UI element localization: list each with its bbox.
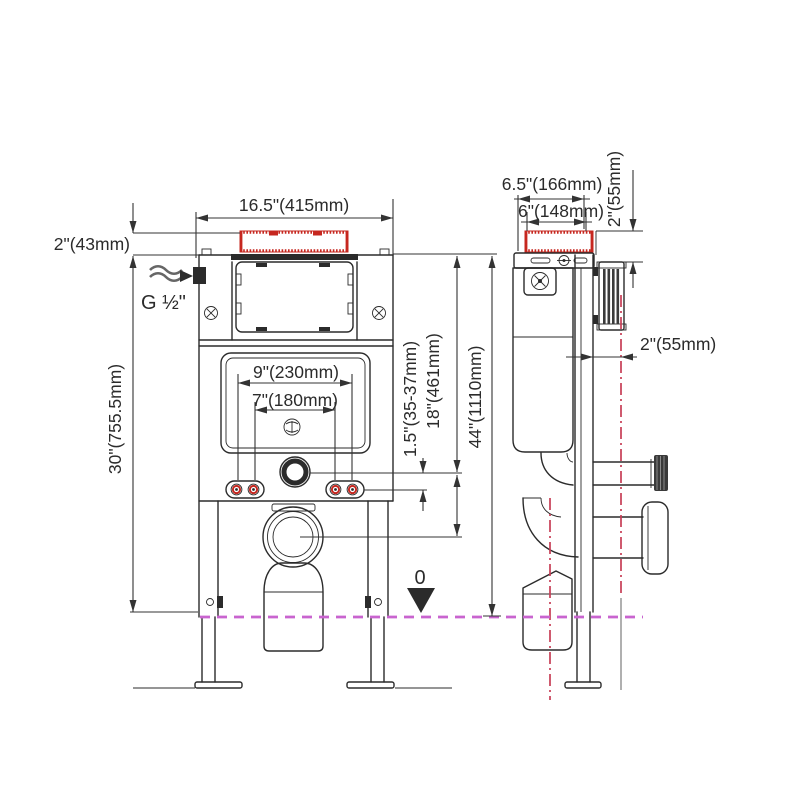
fill-valve (523, 267, 557, 296)
dim-depth-inner-label: 6"(148mm) (518, 201, 604, 221)
front-frame (198, 248, 394, 618)
dim-top-offset-side-label: 2"(55mm) (604, 151, 624, 227)
dim-wall-offset-label: 2"(55mm) (640, 334, 716, 354)
access-opening (235, 261, 354, 333)
dim-height18-label: 18"(461mm) (423, 333, 443, 429)
fixing-bolt-icon (247, 483, 260, 496)
dim-height30-label: 30"(755.5mm) (105, 364, 125, 474)
screw-icon (372, 306, 386, 320)
water-inlet (149, 264, 206, 284)
dim-depth-outer-label: 6.5"(166mm) (502, 174, 603, 194)
front-dimensions: 16.5"(415mm) 2"(43mm) 30"(755.5mm) G ½" … (54, 195, 501, 617)
front-drain (262, 503, 324, 652)
side-leg (564, 611, 602, 689)
front-tank (220, 352, 371, 454)
foot-plate (194, 681, 243, 689)
flush-pipe (540, 452, 668, 491)
front-lower-plate (225, 456, 365, 499)
inlet-thread-label: G ½" (141, 292, 186, 314)
front-view (133, 230, 452, 689)
drain-socket (641, 501, 669, 575)
side-bracket (513, 252, 595, 269)
side-drain (522, 497, 669, 651)
foot-plate (346, 681, 395, 689)
dim-bolt9-label: 9"(230mm) (253, 362, 339, 382)
water-flow-icon (149, 264, 183, 276)
wall-opening-hatch-front (239, 230, 349, 253)
side-view (512, 230, 669, 700)
datum-triangle-icon (407, 588, 435, 613)
fixing-bolt-icon (346, 483, 359, 496)
inlet-arrow-icon (180, 270, 193, 282)
dim-bolt7-label: 7"(180mm) (252, 390, 338, 410)
datum-marker: 0 (407, 567, 435, 613)
dim-top-width-label: 16.5"(415mm) (239, 195, 349, 215)
dim-height44-label: 44"(1110mm) (465, 346, 485, 449)
wall-opening-hatch-side (524, 230, 594, 253)
side-tank (512, 267, 574, 453)
brand-emblem-icon (283, 418, 301, 436)
side-column (574, 254, 598, 613)
datum-zero-label: 0 (414, 567, 425, 589)
foot-plate (564, 681, 602, 689)
centerlines (549, 295, 622, 700)
fixing-bolt-icon (329, 483, 342, 496)
side-dimensions: 6.5"(166mm) 6"(148mm) 2"(55mm) 2"(55mm) (502, 151, 716, 361)
fixing-bolt-icon (230, 483, 243, 496)
screw-icon (204, 306, 218, 320)
dim-top-offset-label: 2"(43mm) (54, 234, 130, 254)
front-legs (133, 500, 452, 689)
dim-outlet-offset-label: 1.5"(35-37mm) (400, 341, 420, 457)
